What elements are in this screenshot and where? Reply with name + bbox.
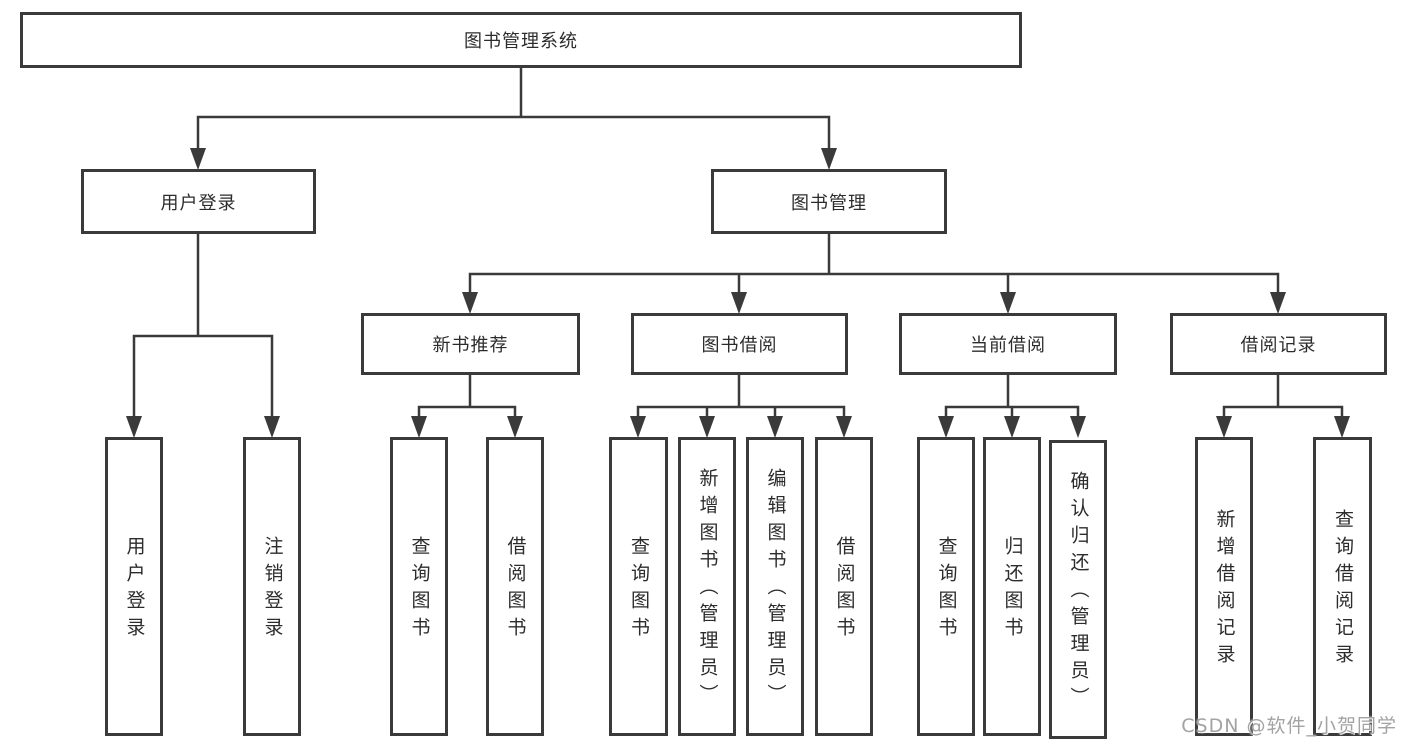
- arrow-down-icon: [1270, 292, 1286, 314]
- node-query-book-2: 查询图书: [609, 437, 668, 736]
- node-label: 注销登录: [261, 535, 284, 644]
- arrow-down-icon: [507, 416, 523, 438]
- node-label: 新增借阅记录: [1213, 508, 1236, 671]
- arrow-down-icon: [699, 416, 715, 438]
- node-label: 借阅记录: [1240, 335, 1317, 356]
- node-query-borrow-record: 查询借阅记录: [1313, 437, 1372, 736]
- arrow-down-icon: [462, 292, 478, 314]
- arrow-down-icon: [1334, 416, 1350, 438]
- node-borrow-record: 借阅记录: [1170, 313, 1387, 375]
- connector-login-branch: [132, 334, 274, 418]
- arrow-down-icon: [731, 292, 747, 314]
- node-logout-action: 注销登录: [243, 437, 301, 736]
- arrow-down-icon: [630, 416, 646, 438]
- arrow-down-icon: [938, 416, 954, 438]
- node-label: 新增图书（管理员）: [696, 468, 719, 711]
- node-user-login: 用户登录: [81, 169, 316, 234]
- arrowheads: [126, 148, 1350, 438]
- node-current-borrow: 当前借阅: [899, 313, 1117, 375]
- node-confirm-return-admin: 确认归还（管理员）: [1049, 440, 1107, 739]
- arrow-down-icon: [1004, 416, 1020, 438]
- arrow-down-icon: [264, 416, 280, 438]
- arrow-down-icon: [821, 148, 837, 170]
- node-label: 用户登录: [160, 192, 237, 214]
- node-new-book-recommend: 新书推荐: [361, 313, 580, 375]
- arrow-down-icon: [1070, 416, 1086, 438]
- connector-record-branch: [1222, 405, 1344, 418]
- node-label: 用户登录: [123, 535, 146, 644]
- connector-newbook-branch: [417, 405, 517, 418]
- node-label: 图书管理系统: [464, 31, 578, 52]
- arrow-down-icon: [190, 148, 206, 170]
- node-label: 确认归还（管理员）: [1067, 471, 1090, 714]
- node-label: 新书推荐: [432, 335, 509, 356]
- node-add-book-admin: 新增图书（管理员）: [678, 437, 736, 736]
- arrow-down-icon: [767, 416, 783, 438]
- node-label: 查询图书: [935, 535, 958, 644]
- node-user-login-action: 用户登录: [105, 437, 163, 736]
- node-edit-book-admin: 编辑图书（管理员）: [746, 437, 804, 736]
- node-label: 借阅图书: [504, 535, 527, 644]
- node-label: 图书管理: [791, 192, 867, 214]
- node-borrow-book-1: 借阅图书: [486, 437, 544, 736]
- node-label: 图书借阅: [701, 335, 778, 356]
- arrow-down-icon: [1000, 292, 1016, 314]
- node-label: 借阅图书: [833, 535, 856, 644]
- node-label: 查询图书: [628, 535, 650, 644]
- node-label: 查询借阅记录: [1332, 508, 1354, 671]
- arrow-down-icon: [836, 416, 852, 438]
- node-label: 编辑图书（管理员）: [764, 468, 787, 711]
- arrow-down-icon: [126, 416, 142, 438]
- node-add-borrow-record: 新增借阅记录: [1195, 437, 1253, 736]
- arrow-down-icon: [411, 416, 427, 438]
- node-return-book: 归还图书: [983, 437, 1041, 736]
- node-root: 图书管理系统: [20, 12, 1022, 68]
- connector-borrow-branch: [636, 405, 846, 418]
- node-label: 查询图书: [408, 535, 431, 644]
- arrow-down-icon: [1216, 416, 1232, 438]
- node-query-book-3: 查询图书: [917, 437, 975, 736]
- connector-mgmt-branch: [468, 272, 1280, 295]
- node-book-borrow: 图书借阅: [631, 313, 848, 375]
- node-label: 当前借阅: [970, 335, 1046, 356]
- connector-root-branch: [196, 115, 831, 151]
- node-book-management: 图书管理: [711, 169, 947, 234]
- node-query-book-1: 查询图书: [390, 437, 448, 736]
- node-label: 归还图书: [1001, 535, 1024, 644]
- node-borrow-book-2: 借阅图书: [815, 437, 873, 736]
- csdn-watermark: CSDN @软件_小贺同学: [1181, 715, 1397, 737]
